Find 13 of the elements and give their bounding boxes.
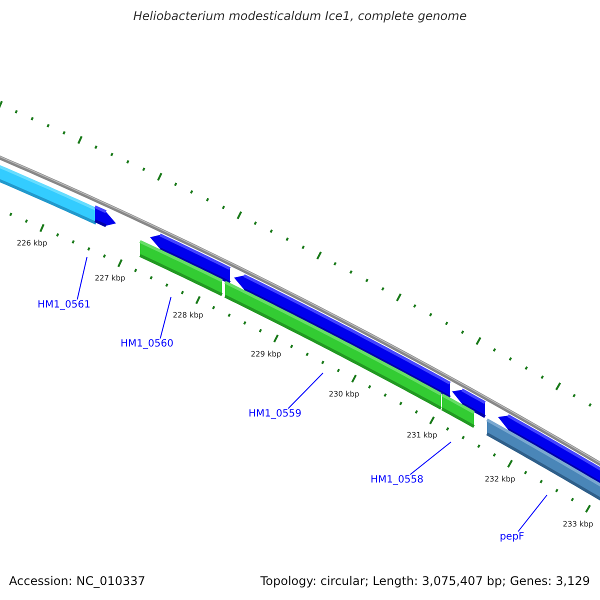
leader-line	[76, 256, 88, 300]
leader-line	[288, 372, 324, 409]
leader-line	[410, 442, 452, 475]
gene-label: HM1_0559	[248, 408, 302, 420]
genome-stats-text: Topology: circular; Length: 3,075,407 bp; Genes: 3,129	[260, 574, 590, 588]
leader-line	[518, 494, 548, 532]
gene-label: HM1_0560	[120, 338, 174, 350]
map-title: Heliobacterium modesticaldum Ice1, complete genome	[132, 9, 468, 23]
gene-label: HM1_0558	[370, 474, 424, 486]
leader-line	[160, 296, 172, 339]
accession-text: Accession: NC_010337	[9, 574, 146, 588]
gene-label: pepF	[500, 532, 524, 542]
gene-label: HM1_0561	[38, 300, 90, 310]
